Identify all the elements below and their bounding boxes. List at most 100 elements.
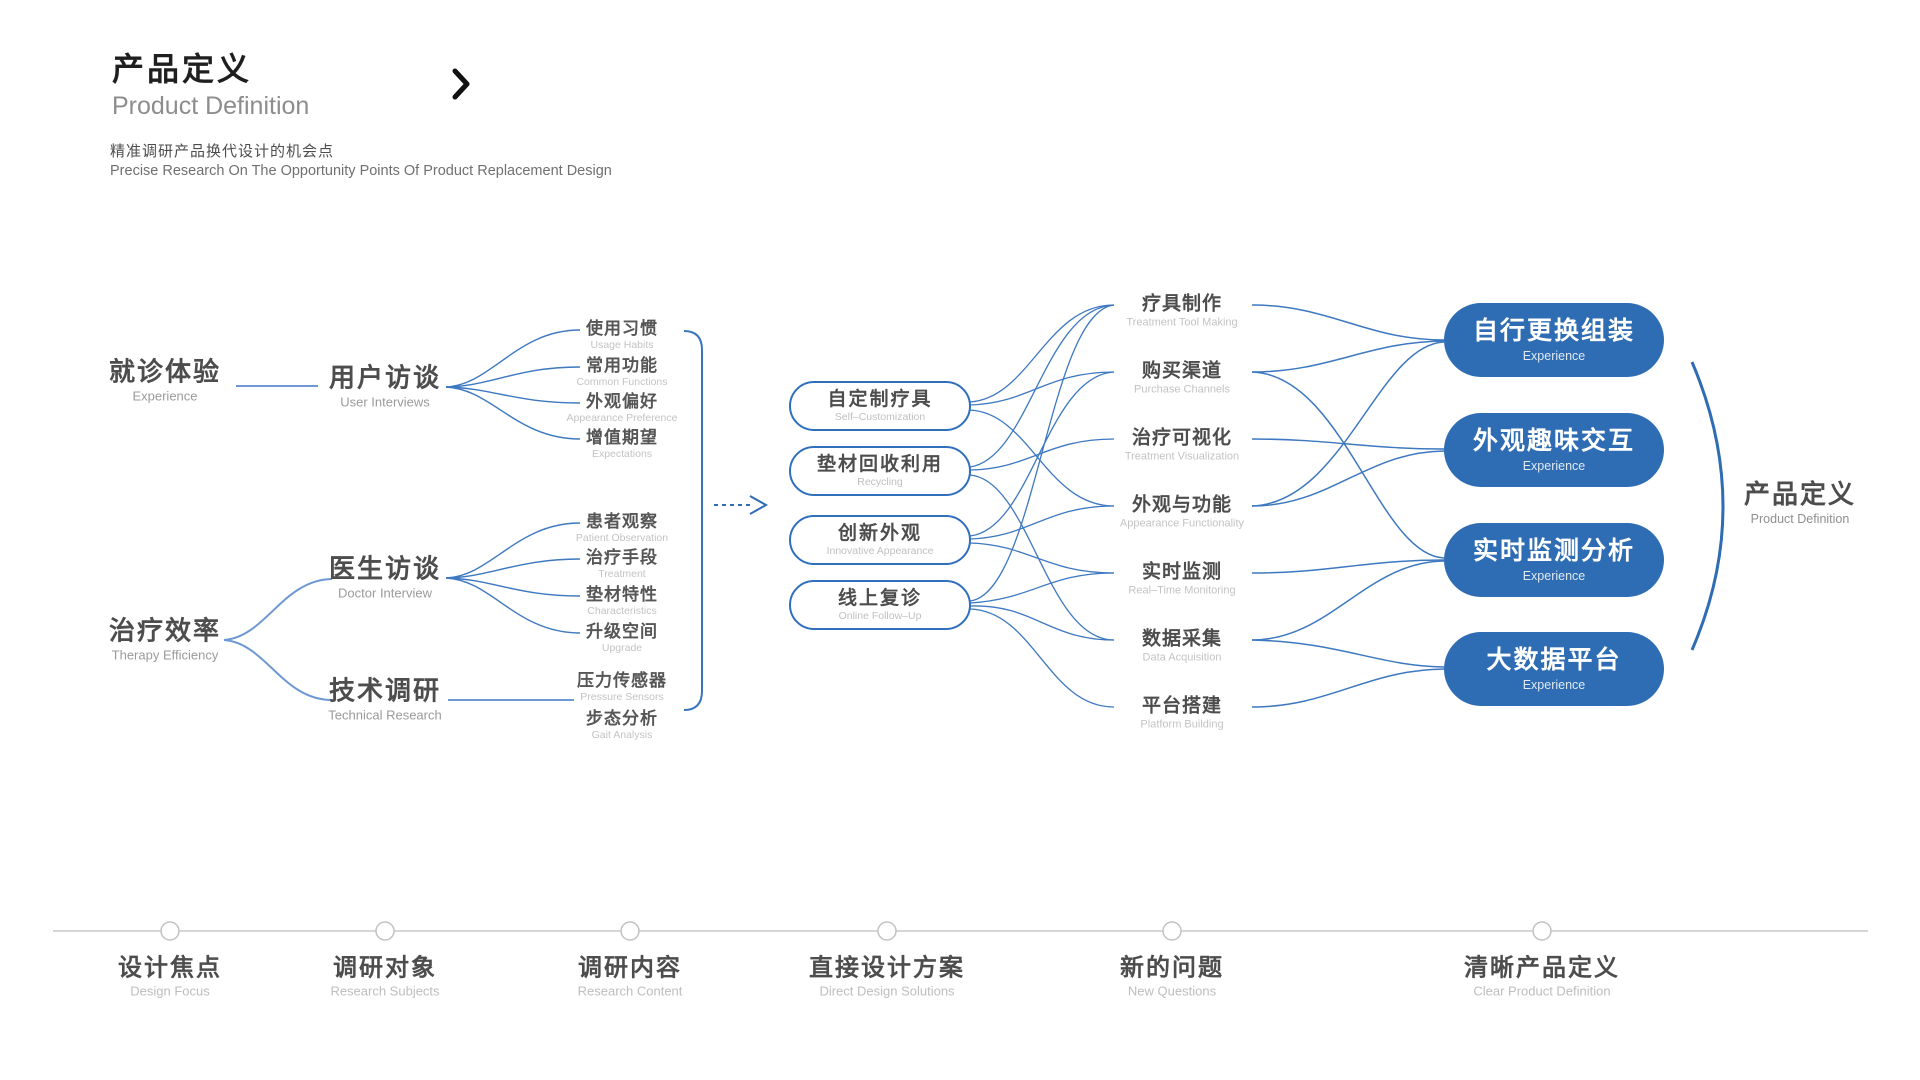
node-label-cn: 购买渠道 <box>1141 360 1223 382</box>
connector-line <box>969 572 1115 604</box>
connector-line <box>223 578 333 641</box>
focus-node-experience: 就诊体验 Experience <box>109 357 221 405</box>
subject-node-doctor-interview: 医生访谈 Doctor Interview <box>329 554 441 602</box>
node-label-cn: 步态分析 <box>586 709 658 729</box>
timeline-dot <box>1532 921 1552 941</box>
timeline-step-design-focus: 设计焦点 Design Focus <box>118 955 222 1000</box>
pill-label-en: Experience <box>1522 568 1586 583</box>
page-title: 产品定义 <box>112 51 253 87</box>
connector-line <box>445 558 581 579</box>
pill-label-cn: 自行更换组装 <box>1472 316 1635 345</box>
question-item: 实时监测 Real–Time Monitoring <box>1128 561 1235 596</box>
content-item: 压力传感器 Pressure Sensors <box>577 671 667 703</box>
content-bracket <box>683 330 703 711</box>
node-label-cn: 常用功能 <box>585 356 658 376</box>
node-label-en: Product Definition <box>1750 511 1850 526</box>
pill-label-en: Experience <box>1522 348 1586 363</box>
connector-line <box>445 386 581 404</box>
subject-fan-curves <box>445 329 581 701</box>
content-item: 升级空间 Upgrade <box>586 622 658 654</box>
solution-box-self-customization: 自定制疗具 Self–Customization <box>789 381 971 431</box>
node-label-en: Treatment Tool Making <box>1126 316 1238 329</box>
timeline-dot <box>877 921 897 941</box>
focus-node-therapy-efficiency: 治疗效率 Therapy Efficiency <box>108 615 222 664</box>
timeline-step-clear-product-definition: 清晰产品定义 Clear Product Definition <box>1464 955 1620 1000</box>
question-item: 平台搭建 Platform Building <box>1140 695 1223 730</box>
box-label-en: Innovative Appearance <box>826 545 934 558</box>
node-label-cn: 垫材特性 <box>586 585 658 605</box>
step-label-cn: 新的问题 <box>1120 954 1224 982</box>
result-label-product-definition: 产品定义 Product Definition <box>1744 479 1856 526</box>
step-label-cn: 直接设计方案 <box>809 954 965 982</box>
connector-line <box>1251 639 1445 668</box>
pill-label-en: Experience <box>1522 677 1586 692</box>
timeline-dot <box>160 921 180 941</box>
connector-line <box>969 304 1115 602</box>
node-label-cn: 患者观察 <box>586 512 658 532</box>
node-label-en: Doctor Interview <box>338 585 432 601</box>
connector-line <box>1251 450 1445 507</box>
node-label-en: Characteristics <box>587 604 657 617</box>
connector-line <box>1251 668 1445 708</box>
connector-line <box>969 304 1115 403</box>
pill-label-en: Experience <box>1522 458 1586 473</box>
node-label-en: Appearance Functionality <box>1119 517 1245 530</box>
node-label-en: Common Functions <box>576 375 668 388</box>
step-label-en: Clear Product Definition <box>1473 983 1611 999</box>
solution-box-innovative-appearance: 创新外观 Innovative Appearance <box>789 515 971 565</box>
node-label-cn: 治疗效率 <box>108 615 222 646</box>
node-label-cn: 增值期望 <box>586 428 658 448</box>
node-label-cn: 外观与功能 <box>1131 494 1233 516</box>
node-label-en: Usage Habits <box>590 338 654 351</box>
step-label-en: Design Focus <box>130 983 210 999</box>
connector-line <box>1251 340 1445 373</box>
node-label-en: Upgrade <box>601 641 643 654</box>
solution-box-recycling: 垫材回收利用 Recycling <box>789 446 971 496</box>
timeline-step-research-subjects: 调研对象 Research Subjects <box>330 955 439 1000</box>
solution-box-online-follow-up: 线上复诊 Online Follow–Up <box>789 580 971 630</box>
connector-line <box>223 639 333 701</box>
pill-result-bracket <box>1690 361 1725 651</box>
node-label-cn: 技术调研 <box>328 675 442 706</box>
connector-line <box>1251 438 1445 450</box>
connector-line <box>1251 560 1445 641</box>
step-label-cn: 调研内容 <box>578 954 682 982</box>
question-pill-curves <box>1251 304 1445 708</box>
connector-line <box>969 605 1115 641</box>
connector-line <box>445 577 581 597</box>
node-label-en: Therapy Efficiency <box>111 647 219 663</box>
timeline-dot <box>375 921 395 941</box>
connector-line <box>445 522 581 579</box>
question-item: 疗具制作 Treatment Tool Making <box>1126 293 1237 328</box>
node-label-cn: 外观偏好 <box>586 392 658 412</box>
node-label-cn: 平台搭建 <box>1141 695 1222 717</box>
node-label-en: Appearance Preference <box>566 411 678 424</box>
description-cn: 精准调研产品换代设计的机会点 <box>110 143 335 160</box>
box-label-cn: 垫材回收利用 <box>816 453 943 475</box>
connector-line <box>969 505 1115 540</box>
connector-line <box>969 371 1115 406</box>
content-item: 垫材特性 Characteristics <box>586 585 658 617</box>
content-item: 患者观察 Patient Observation <box>576 512 668 544</box>
arrowhead-icon <box>749 495 769 515</box>
node-label-cn: 用户访谈 <box>328 362 442 393</box>
connector-line <box>969 409 1115 507</box>
node-label-en: Pressure Sensors <box>580 690 664 703</box>
question-item: 数据采集 Data Acquisition <box>1142 628 1222 663</box>
content-item: 增值期望 Expectations <box>586 428 658 460</box>
pill-label-cn: 大数据平台 <box>1486 645 1622 674</box>
content-item: 常用功能 Common Functions <box>576 356 667 388</box>
box-label-en: Recycling <box>857 476 903 489</box>
content-item: 步态分析 Gait Analysis <box>586 709 658 741</box>
node-label-en: Patient Observation <box>575 531 669 544</box>
connector-line <box>969 304 1115 468</box>
step-label-cn: 设计焦点 <box>118 954 222 982</box>
connector-line <box>445 577 581 634</box>
box-label-cn: 创新外观 <box>837 522 922 544</box>
content-item: 使用习惯 Usage Habits <box>586 319 658 351</box>
node-label-en: Purchase Channels <box>1133 383 1231 396</box>
definition-pill-realtime-analysis: 实时监测分析 Experience <box>1444 523 1664 597</box>
node-label-en: Real–Time Monitoring <box>1128 584 1236 597</box>
step-label-cn: 调研对象 <box>333 954 437 982</box>
bracket-arc <box>1690 361 1725 651</box>
